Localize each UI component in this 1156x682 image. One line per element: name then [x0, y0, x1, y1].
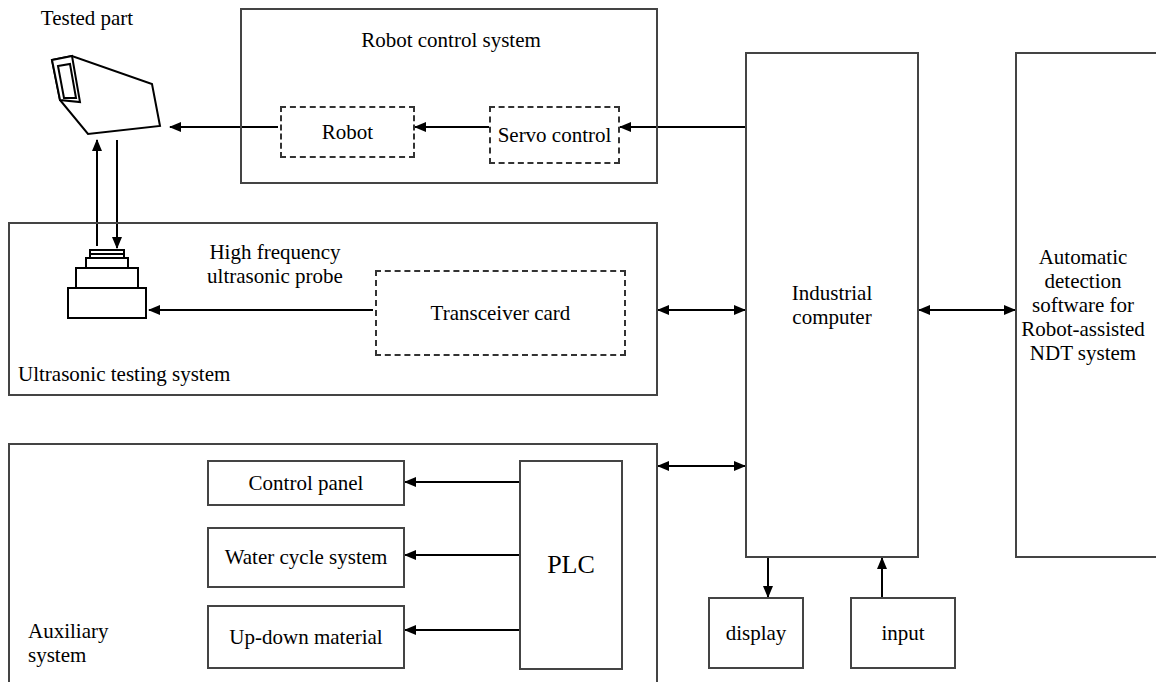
system-box: input: [850, 597, 956, 669]
connector-arrow: [881, 558, 883, 597]
connector-arrow: [405, 554, 519, 556]
connector-arrow: [415, 126, 489, 128]
system-box: PLC: [519, 460, 623, 670]
system-box: Up-down material: [207, 605, 405, 669]
connector-arrow: [405, 481, 519, 483]
connector-arrow: [405, 629, 519, 631]
part-label: High frequency ultrasonic probe: [180, 240, 370, 288]
dashed-module-box: Transceiver card: [375, 270, 626, 356]
connector-arrow: [767, 558, 769, 597]
box-label: Auxiliary system: [28, 619, 138, 667]
system-box: Robot control systemRobot Servo control: [240, 8, 658, 184]
transceiver-arrow: [149, 309, 373, 311]
dashed-module-box: Robot: [280, 106, 415, 158]
box-label: Servo control: [498, 123, 612, 147]
system-box: display: [708, 597, 804, 669]
system-box: Automatic detection software for Robot-a…: [1015, 52, 1156, 558]
connector-arrow: [658, 309, 745, 311]
system-box: Auxiliary system Control panelWater cycle…: [8, 443, 658, 682]
echo-arrow: [96, 140, 98, 246]
box-label: Robot control system: [242, 28, 660, 52]
system-box: Water cycle system: [207, 527, 405, 588]
box-label: Industrial computer: [757, 281, 907, 329]
pulse-arrow: [116, 140, 118, 248]
system-box: Control panel: [207, 460, 405, 506]
box-label: Water cycle system: [225, 545, 388, 569]
system-box: Industrial computer: [745, 52, 919, 558]
ultrasonic-probe-figure: [68, 250, 146, 318]
robot-arrow: [170, 126, 278, 128]
box-label: Control panel: [249, 471, 364, 495]
box-label: PLC: [547, 550, 595, 580]
box-label: display: [726, 621, 787, 645]
box-label: Robot: [322, 120, 373, 144]
part-label: Tested part: [22, 6, 152, 30]
box-label: input: [881, 621, 924, 645]
connector-arrow: [919, 309, 1015, 311]
connector-arrow: [658, 465, 745, 467]
box-label: Transceiver card: [431, 301, 571, 325]
box-label: Ultrasonic testing system: [18, 362, 318, 386]
connector-arrow: [620, 126, 745, 128]
tested-part-figure: [52, 56, 160, 134]
box-label: Automatic detection software for Robot-a…: [1021, 245, 1145, 366]
dashed-module-box: Servo control: [489, 106, 620, 164]
box-label: Up-down material: [229, 625, 382, 649]
